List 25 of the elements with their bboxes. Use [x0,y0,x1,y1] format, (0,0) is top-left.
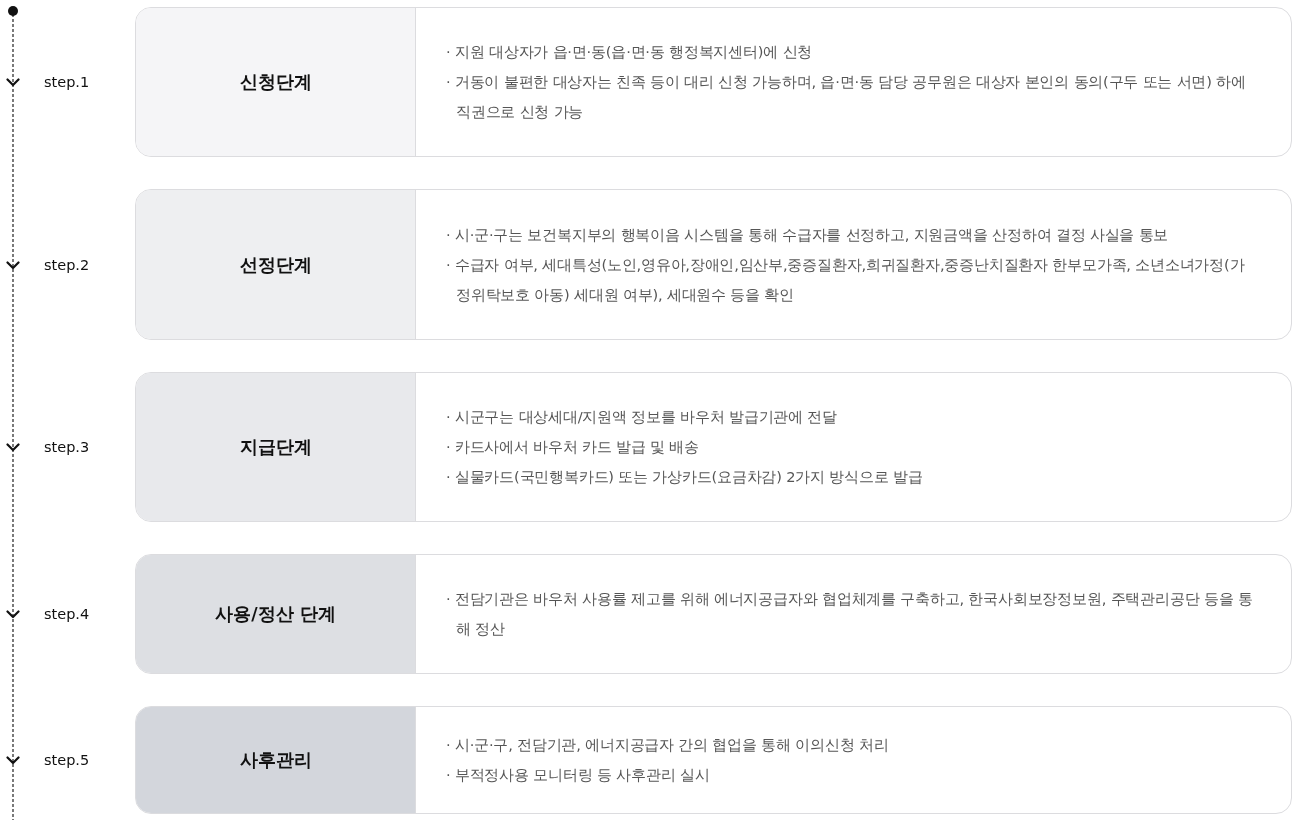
step-card [135,7,1292,157]
step-label: step.5 [44,751,90,769]
step-card [135,372,1292,522]
step-title: 신청단계 [239,71,312,94]
bullet-text: · 수급자 여부, 세대특성(노인,영유아,장애인,임산부,중증질환자,희귀질환자,중증난치질환자 한부모가족, 소년소녀가정(가정위탁보호 아동) 세대원 여부), 세대원수 등을 확인 [446,254,1246,305]
step-label: step.3 [44,438,90,456]
bullet-text: · 전담기관은 바우처 사용률 제고를 위해 에너지공급자와 협업체계를 구축하고, 한국사회보장정보원, 주택관리공단 등을 통해 정산 [446,589,1253,639]
bullet-text: · 지원 대상자가 읍·면·동(읍·면·동 행정복지센터)에 신청 [446,42,814,62]
bullet-text: · 부적정사용 모니터링 등 사후관리 실시 [446,765,711,785]
step-title: 선정단계 [239,253,312,277]
step-title: 지급단계 [239,436,312,459]
bullet-text: · 시·군·구, 전담기관, 에너지공급자 간의 협업을 통해 이의신청 처리 [446,735,890,755]
step-label: step.4 [44,605,90,623]
step-card [135,706,1292,814]
bullet-text: · 실물카드(국민행복카드) 또는 가상카드(요금차감) 2가지 방식으로 발급 [446,467,924,487]
step-card [135,189,1292,340]
step-label: step.1 [44,73,90,91]
bullet-text: · 시·군·구는 보건복지부의 행복이음 시스템을 통해 수급자를 선정하고, 지원금액을 산정하여 결정 사실을 통보 [446,224,1170,245]
bullet-text: · 거동이 불편한 대상자는 친족 등이 대리 신청 가능하며, 읍·면·동 담당 공무원은 대상자 본인의 동의(구두 또는 서면) 하에 직권으로 신청 가능 [446,72,1247,122]
bullet-text: · 카드사에서 바우처 카드 발급 및 배송 [446,437,701,457]
step-title: 사용/정산 단계 [215,603,336,626]
step-card [135,554,1292,674]
bullet-text: · 시군구는 대상세대/지원액 정보를 바우처 발급기관에 전달 [446,407,838,427]
step-title: 사후관리 [239,749,312,772]
step-label: step.2 [44,255,90,274]
